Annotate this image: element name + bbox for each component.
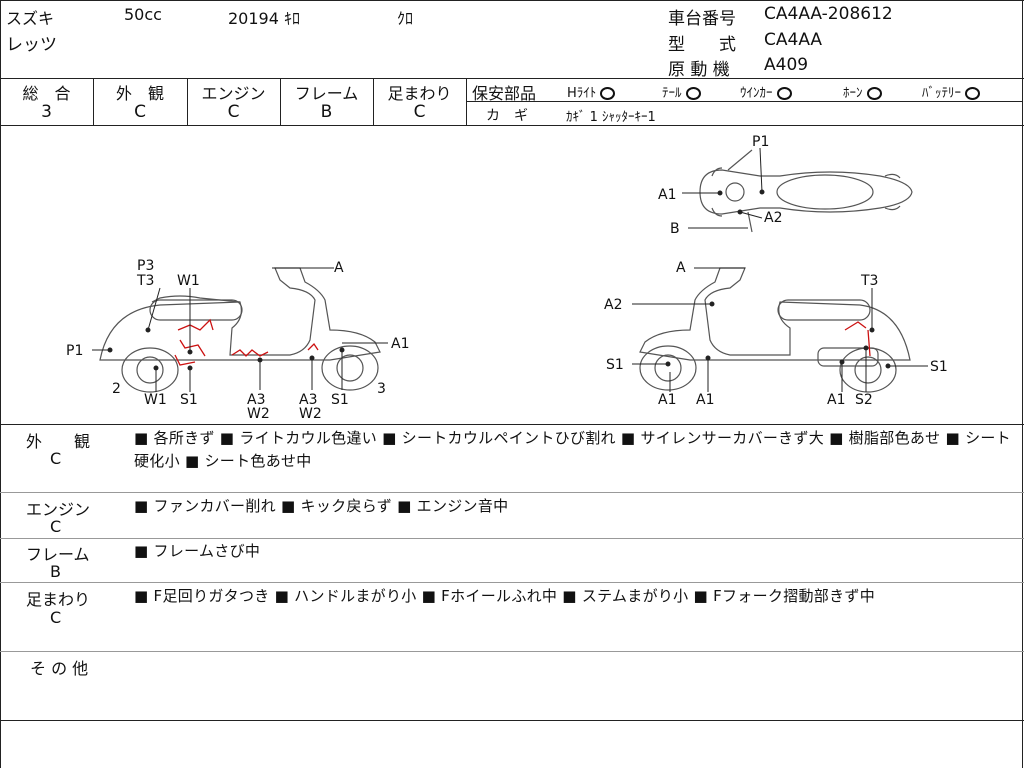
displacement: 50cc <box>124 5 162 24</box>
ok-mark-icon <box>866 87 882 100</box>
divider <box>280 78 281 125</box>
engine-notes-grade: C <box>50 517 62 536</box>
label-left-s1b: S1 <box>331 392 349 408</box>
engine-rating-label: エンジン <box>201 84 266 103</box>
key-label: カ ギ <box>486 108 528 124</box>
divider <box>0 125 1024 126</box>
suspension-notes-text: ■ F足回りガタつき ■ ハンドルまがり小 ■ Fホイールふれ中 ■ ステムまが… <box>134 587 876 605</box>
type-value: CA4AA <box>764 30 823 50</box>
engine-value: A409 <box>764 55 809 75</box>
label-right-a: A <box>676 260 686 276</box>
body-color: ｸﾛ <box>397 9 414 28</box>
safety-label: 保安部品 <box>472 84 537 103</box>
label-left-p1: P1 <box>66 343 83 359</box>
label-left-a1: A1 <box>391 336 409 352</box>
right-border <box>1022 0 1023 768</box>
divider <box>0 78 1024 79</box>
scooter-diagram: P1 A1 A2 B P3 T3 W1 A P1 A1 2 W1 S1 A3 W… <box>66 134 948 422</box>
divider <box>0 424 1024 425</box>
label-top-a1: A1 <box>658 187 676 203</box>
engine-notes-text: ■ ファンカバー削れ ■ キック戻らず ■ エンジン音中 <box>134 497 509 515</box>
label-left-a: A <box>334 260 344 276</box>
label-right-a1c: A1 <box>827 392 845 408</box>
label-right-s1b: S1 <box>930 359 948 375</box>
label-left-a3b: A3 <box>299 392 317 408</box>
divider <box>0 538 1024 539</box>
frame-rating-label: フレーム <box>294 84 359 103</box>
exterior-notes-title: 外 観 <box>26 432 91 451</box>
frame-notes-text: ■ フレームさび中 <box>134 542 261 560</box>
left-border <box>0 0 1 768</box>
label-top-b: B <box>670 221 680 237</box>
suspension-grade: C <box>413 102 426 122</box>
other-notes-title: そ の 他 <box>30 659 89 678</box>
frame-notes-grade: B <box>50 562 61 581</box>
label-left-s1: S1 <box>180 392 198 408</box>
model-name: レッツ <box>6 35 57 55</box>
maker: スズキ <box>6 9 55 28</box>
type-label: 型 式 <box>668 35 736 55</box>
safety-item-headlight: Hﾗｲﾄ <box>567 82 616 101</box>
suspension-notes-title: 足まわり <box>26 590 91 609</box>
ok-mark-icon <box>776 87 792 100</box>
divider <box>467 101 1023 102</box>
frame-no: CA4AA-208612 <box>764 4 893 24</box>
exterior-label: 外 観 <box>115 84 164 103</box>
divider <box>466 78 467 125</box>
label-right-a1: A1 <box>658 392 676 408</box>
label-left-3: 3 <box>377 381 386 397</box>
exterior-notes-grade: C <box>50 449 62 468</box>
divider <box>187 78 188 125</box>
frame-no-label: 車台番号 <box>668 9 736 29</box>
damage-marks <box>174 318 871 366</box>
label-left-w1b: W1 <box>144 392 167 408</box>
safety-item-winker: ｳｲﾝｶｰ <box>740 82 792 101</box>
label-top-p1: P1 <box>752 134 769 150</box>
divider <box>93 78 94 125</box>
frame-notes-title: フレーム <box>26 545 90 564</box>
label-left-p3: P3 <box>137 258 154 274</box>
label-right-s1: S1 <box>606 357 624 373</box>
frame-grade: B <box>320 102 333 122</box>
engine-label: 原 動 機 <box>668 60 730 80</box>
safety-item-battery: ﾊﾞｯﾃﾘｰ <box>922 82 980 101</box>
label-left-a3: A3 <box>247 392 265 408</box>
key-value: ｶｷﾞ 1 ｼｬｯﾀｰｷｰ1 <box>566 110 656 125</box>
label-left-w1: W1 <box>177 273 200 289</box>
ok-mark-icon <box>965 87 980 100</box>
exterior-grade: C <box>134 102 146 122</box>
engine-grade: C <box>227 102 240 122</box>
suspension-notes-grade: C <box>50 608 62 627</box>
label-left-2: 2 <box>112 381 121 397</box>
divider <box>0 582 1024 583</box>
safety-item-taillight: ﾃｰﾙ <box>662 82 701 101</box>
ok-mark-icon <box>600 87 616 100</box>
label-right-t3: T3 <box>860 273 878 289</box>
top-border <box>0 0 1024 1</box>
suspension-rating-label: 足まわり <box>387 84 452 103</box>
divider <box>0 492 1024 493</box>
exterior-notes-text: ■ 各所きず ■ ライトカウル色違い ■ シートカウルペイントひび割れ ■ サイ… <box>134 429 1011 470</box>
label-left-w2: W2 <box>247 406 270 422</box>
divider <box>0 720 1024 721</box>
engine-notes-title: エンジン <box>26 500 91 519</box>
label-top-a2: A2 <box>764 210 782 226</box>
total-score: 3 <box>41 102 52 122</box>
label-left-w2b: W2 <box>299 406 322 422</box>
divider <box>0 651 1024 652</box>
total-label: 総 合 <box>22 84 71 103</box>
label-left-t3: T3 <box>136 273 154 289</box>
divider <box>373 78 374 125</box>
mileage: 20194 ｷﾛ <box>228 9 300 28</box>
safety-item-horn: ﾎｰﾝ <box>843 82 882 101</box>
label-right-a2: A2 <box>604 297 622 313</box>
label-right-a1b: A1 <box>696 392 714 408</box>
label-right-s2: S2 <box>855 392 873 408</box>
ok-mark-icon <box>685 87 701 100</box>
